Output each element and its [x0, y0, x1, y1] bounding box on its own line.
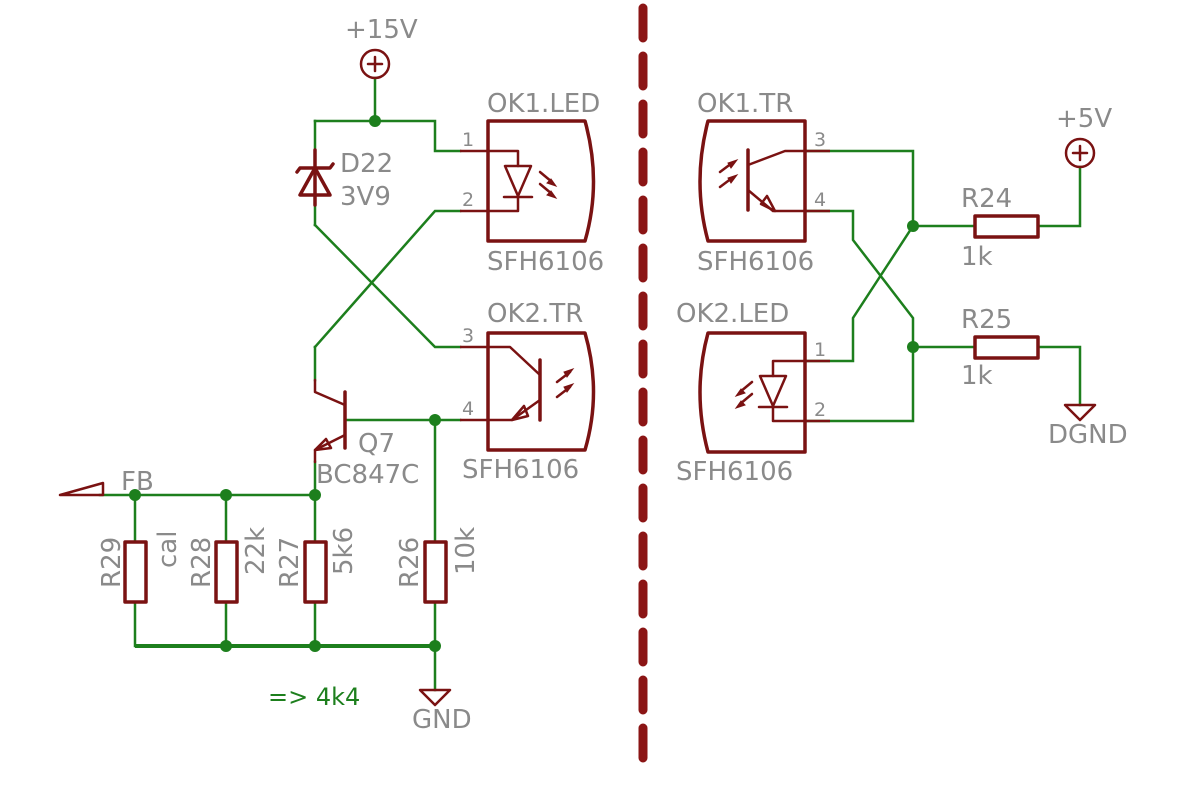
r28-value: 22k: [241, 527, 271, 575]
r28-name: R28: [187, 537, 217, 588]
ok1-tr-pin4: 4: [814, 189, 826, 211]
zener-diode-d22: [295, 148, 335, 207]
optocoupler-ok2-led: [698, 331, 830, 454]
ok1-led-value: SFH6106: [487, 247, 604, 277]
ok2-led-pin2: 2: [814, 399, 826, 421]
optocoupler-ok1-led: [460, 119, 596, 243]
optocoupler-ok2-tr: [460, 331, 596, 452]
resistor-r28: [214, 540, 239, 604]
r29-name: R29: [97, 537, 127, 588]
r27-name: R27: [275, 537, 305, 588]
r26-value: 10k: [451, 527, 481, 575]
r24-name: R24: [961, 184, 1012, 214]
supply-15v-label: +15V: [345, 15, 418, 45]
fb-net-flag: [58, 481, 105, 497]
ok1-led-pin1: 1: [462, 129, 474, 151]
transistor-q7: [313, 378, 347, 464]
ok1-tr-name: OK1.TR: [697, 89, 793, 119]
ok2-tr-name: OK2.TR: [487, 299, 583, 329]
ok2-tr-pin3: 3: [462, 325, 474, 347]
resistor-r25: [973, 335, 1040, 360]
d22-name: D22: [340, 149, 393, 179]
resistor-r27: [303, 540, 328, 604]
gnd-label: GND: [412, 705, 472, 735]
r27-value: 5k6: [329, 527, 359, 575]
ok2-tr-value: SFH6106: [462, 455, 579, 485]
r26-name: R26: [395, 537, 425, 588]
r24-value: 1k: [961, 242, 993, 272]
ok2-tr-pin4: 4: [462, 398, 474, 420]
ok2-led-value: SFH6106: [676, 457, 793, 487]
dgnd-label: DGND: [1048, 420, 1128, 450]
fb-net-label: FB: [121, 467, 154, 497]
ok1-tr-value: SFH6106: [697, 247, 814, 277]
left-junctions: [129, 115, 441, 652]
right-wires: [803, 149, 1082, 423]
supply-5v-symbol: [1064, 137, 1096, 169]
ok2-led-name: OK2.LED: [676, 299, 789, 329]
right-junctions: [907, 220, 919, 353]
supply-5v-label: +5V: [1056, 104, 1112, 134]
ok1-tr-pin3: 3: [814, 129, 826, 151]
resistor-r24: [973, 214, 1040, 239]
r29-value: cal: [153, 531, 183, 568]
resistor-r29: [123, 540, 148, 604]
dgnd-symbol: [1063, 403, 1097, 422]
supply-15v-symbol: [359, 48, 391, 80]
gnd-symbol: [418, 688, 452, 707]
ok1-led-name: OK1.LED: [487, 89, 600, 119]
r25-name: R25: [961, 305, 1012, 335]
q7-name: Q7: [358, 429, 395, 459]
resistor-r26: [423, 540, 448, 604]
ok2-led-pin1: 1: [814, 339, 826, 361]
ok1-led-pin2: 2: [462, 189, 474, 211]
optocoupler-ok1-tr: [698, 119, 830, 243]
parallel-result-note: => 4k4: [268, 683, 360, 711]
r25-value: 1k: [961, 361, 993, 391]
d22-value: 3V9: [340, 182, 391, 212]
left-wires: [98, 76, 462, 692]
q7-value: BC847C: [316, 460, 419, 490]
